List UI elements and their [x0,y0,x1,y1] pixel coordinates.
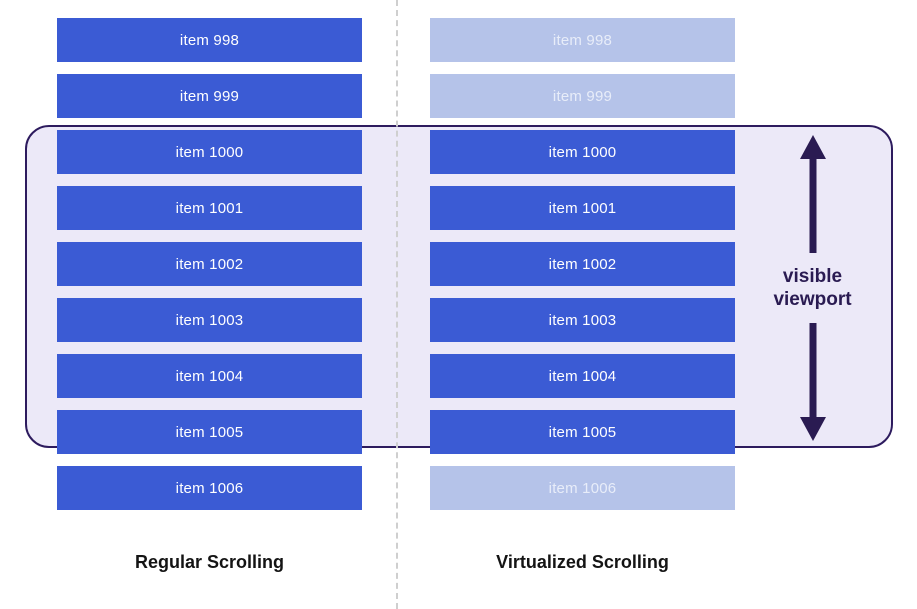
visible-viewport-annotation: visible viewport [745,133,880,443]
arrow-up-icon [799,135,826,253]
list-item[interactable]: item 1000 [57,130,362,174]
list-item[interactable]: item 1001 [430,186,735,230]
list-item[interactable]: item 1004 [430,354,735,398]
list-item[interactable]: item 1001 [57,186,362,230]
arrow-down-icon [799,323,826,441]
visible-viewport-label: visible viewport [773,265,852,310]
list-item[interactable]: item 999 [57,74,362,118]
list-item[interactable]: item 1003 [57,298,362,342]
list-item[interactable]: item 1004 [57,354,362,398]
list-item[interactable]: item 1006 [57,466,362,510]
list-item[interactable]: item 999 [430,74,735,118]
caption-regular-scrolling: Regular Scrolling [134,552,285,572]
list-item[interactable]: item 1006 [430,466,735,510]
list-item[interactable]: item 1002 [57,242,362,286]
list-item[interactable]: item 998 [430,18,735,62]
list-item[interactable]: item 1002 [430,242,735,286]
list-item[interactable]: item 1003 [430,298,735,342]
list-item[interactable]: item 1005 [430,410,735,454]
column-divider [396,0,398,609]
caption-virtualized-scrolling: Virtualized Scrolling [496,552,669,572]
list-item[interactable]: item 998 [57,18,362,62]
list-item[interactable]: item 1000 [430,130,735,174]
list-item[interactable]: item 1005 [57,410,362,454]
